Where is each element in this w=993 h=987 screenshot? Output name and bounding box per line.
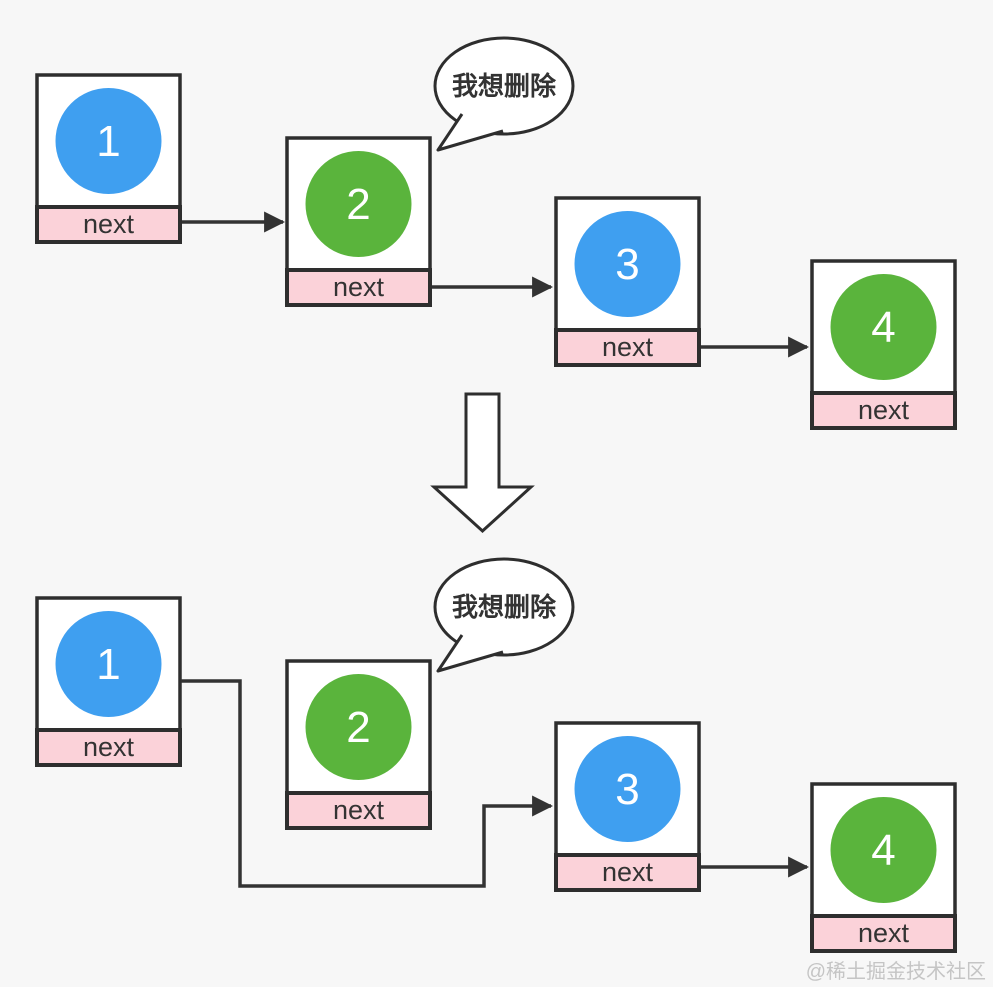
top-node-1: 1 next bbox=[35, 73, 182, 244]
speech-bubble-body bbox=[433, 36, 575, 136]
bottom-node-3: 3 next bbox=[554, 721, 701, 892]
node-value-circle bbox=[830, 797, 937, 903]
bottom-node-4: 4 next bbox=[810, 782, 957, 953]
watermark: @稀土掘金技术社区 bbox=[806, 960, 986, 983]
node-value: 4 bbox=[871, 303, 895, 352]
node-value-circle bbox=[574, 211, 681, 317]
speech-bubble-bottom: 我想删除 bbox=[433, 557, 575, 673]
top-node-4: 4 next bbox=[810, 259, 957, 430]
next-label: next bbox=[333, 795, 385, 825]
node-value: 1 bbox=[96, 640, 120, 689]
next-label: next bbox=[83, 209, 135, 239]
big-down-arrow-icon bbox=[430, 392, 535, 534]
top-list: 1 next 2 next 3 next 4 next bbox=[35, 36, 957, 430]
speech-bubble-tail bbox=[436, 113, 504, 152]
next-bar bbox=[554, 328, 701, 367]
bottom-list: 1 next 2 next 3 next 4 next bbox=[35, 557, 957, 953]
top-node-3: 3 next bbox=[554, 196, 701, 367]
next-label: next bbox=[858, 395, 910, 425]
next-bar bbox=[810, 914, 957, 953]
next-label: next bbox=[858, 918, 910, 948]
next-label: next bbox=[83, 732, 135, 762]
node-value-circle bbox=[305, 151, 412, 257]
node-value: 3 bbox=[615, 765, 639, 814]
bottom-node-1: 1 next bbox=[35, 596, 182, 767]
next-label: next bbox=[602, 857, 654, 887]
node-value: 4 bbox=[871, 826, 895, 875]
bottom-node-2: 2 next bbox=[285, 659, 432, 830]
next-bar bbox=[35, 205, 182, 244]
node-value: 3 bbox=[615, 240, 639, 289]
bypass-arrow-node1-to-node3 bbox=[181, 679, 554, 888]
speech-bubble-tail bbox=[436, 634, 504, 673]
next-bar bbox=[554, 853, 701, 892]
next-label: next bbox=[333, 272, 385, 302]
node-value-circle bbox=[305, 674, 412, 780]
speech-bubble-text: 我想删除 bbox=[452, 71, 557, 101]
speech-bubble-body bbox=[433, 557, 575, 657]
node-value: 1 bbox=[96, 117, 120, 166]
node-value-circle bbox=[55, 88, 162, 194]
next-bar bbox=[285, 791, 432, 830]
next-bar bbox=[285, 268, 432, 307]
node-value: 2 bbox=[346, 703, 370, 752]
speech-bubble-text: 我想删除 bbox=[452, 592, 557, 622]
next-bar bbox=[810, 391, 957, 430]
next-bar bbox=[35, 728, 182, 767]
speech-bubble-top: 我想删除 bbox=[433, 36, 575, 152]
top-node-2: 2 next bbox=[285, 136, 432, 307]
node-value: 2 bbox=[346, 180, 370, 229]
next-label: next bbox=[602, 332, 654, 362]
node-value-circle bbox=[830, 274, 937, 380]
node-value-circle bbox=[55, 611, 162, 717]
node-value-circle bbox=[574, 736, 681, 842]
